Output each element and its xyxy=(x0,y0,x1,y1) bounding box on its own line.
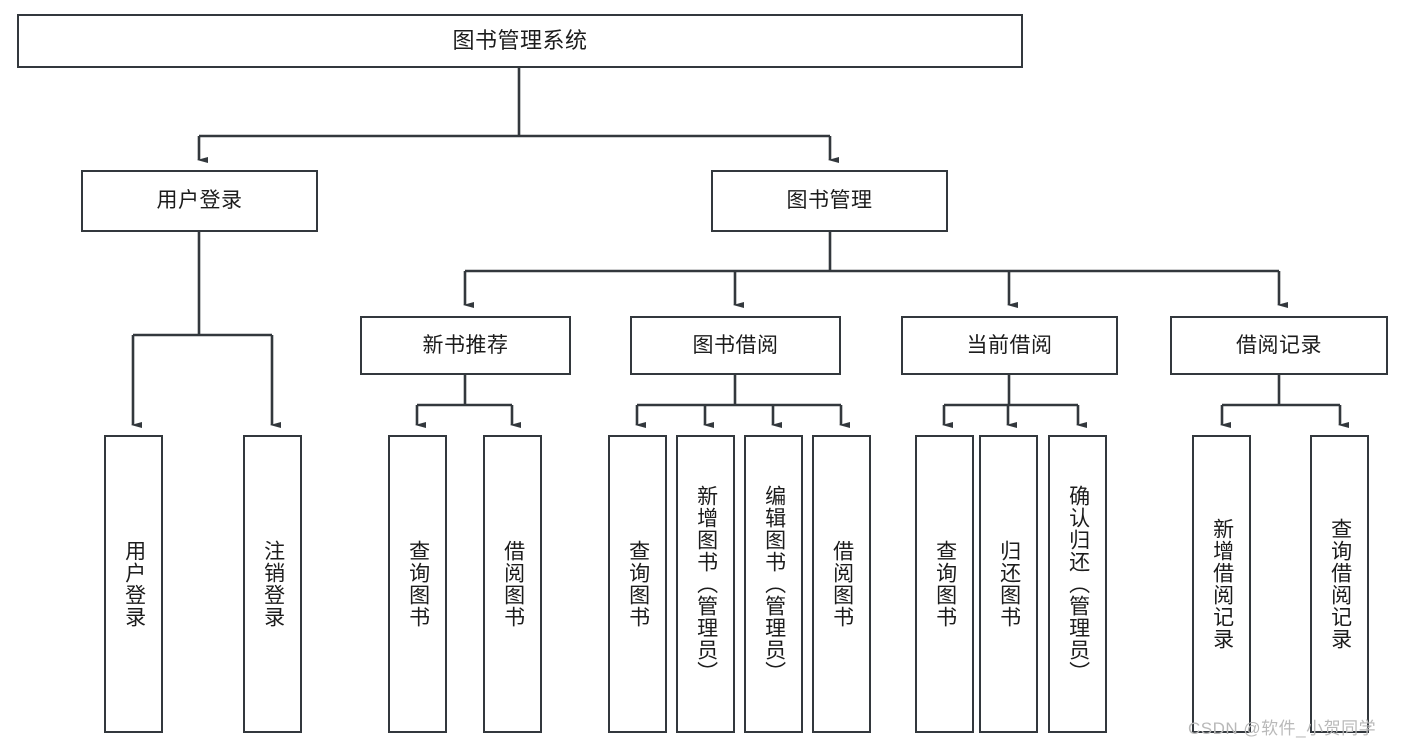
node-label: 查询图书 xyxy=(933,540,957,628)
csdn-watermark: CSDN @软件_小贺同学 xyxy=(1188,719,1377,738)
node-label: 图书借阅 xyxy=(692,333,779,357)
leaf-book-borrow-query[interactable]: 查询图书 xyxy=(608,435,667,733)
leaf-book-borrow-edit[interactable]: 编辑图书（管理员） xyxy=(744,435,803,733)
node-label: 用户登录 xyxy=(156,189,243,213)
leaf-book-borrow-add[interactable]: 新增图书（管理员） xyxy=(676,435,735,733)
node-label: 查询图书 xyxy=(626,540,650,628)
leaf-new-book-query[interactable]: 查询图书 xyxy=(388,435,447,733)
node-label: 新增借阅记录 xyxy=(1210,518,1234,650)
node-label: 图书管理 xyxy=(786,189,873,213)
node-label: 图书管理系统 xyxy=(452,27,588,53)
node-label: 注销登录 xyxy=(261,540,285,628)
leaf-current-borrow-query[interactable]: 查询图书 xyxy=(915,435,974,733)
node-user-login[interactable]: 用户登录 xyxy=(81,170,318,232)
node-label: 借阅记录 xyxy=(1236,333,1322,357)
node-label: 编辑图书（管理员） xyxy=(762,485,786,683)
node-label: 用户登录 xyxy=(122,540,146,628)
node-label: 当前借阅 xyxy=(966,333,1053,357)
leaf-user-login-signin[interactable]: 用户登录 xyxy=(104,435,163,733)
leaf-new-book-borrow[interactable]: 借阅图书 xyxy=(483,435,542,733)
leaf-book-borrow-lend[interactable]: 借阅图书 xyxy=(812,435,871,733)
leaf-user-login-signout[interactable]: 注销登录 xyxy=(243,435,302,733)
node-current-borrow[interactable]: 当前借阅 xyxy=(901,316,1118,375)
node-label: 新增图书（管理员） xyxy=(694,485,718,683)
node-label: 新书推荐 xyxy=(422,333,509,357)
node-label: 借阅图书 xyxy=(830,540,854,628)
node-new-book-recommend[interactable]: 新书推荐 xyxy=(360,316,571,375)
node-root-system[interactable]: 图书管理系统 xyxy=(17,14,1023,68)
node-label: 借阅图书 xyxy=(501,540,525,628)
node-label: 归还图书 xyxy=(997,540,1021,628)
node-book-borrow[interactable]: 图书借阅 xyxy=(630,316,841,375)
node-borrow-record[interactable]: 借阅记录 xyxy=(1170,316,1388,375)
leaf-current-borrow-return[interactable]: 归还图书 xyxy=(979,435,1038,733)
node-book-management[interactable]: 图书管理 xyxy=(711,170,948,232)
node-label: 查询借阅记录 xyxy=(1328,518,1352,650)
leaf-borrow-record-query[interactable]: 查询借阅记录 xyxy=(1310,435,1369,733)
node-label: 查询图书 xyxy=(406,540,430,628)
leaf-current-borrow-confirm-return[interactable]: 确认归还（管理员） xyxy=(1048,435,1107,733)
leaf-borrow-record-add[interactable]: 新增借阅记录 xyxy=(1192,435,1251,733)
node-label: 确认归还（管理员） xyxy=(1066,485,1090,683)
